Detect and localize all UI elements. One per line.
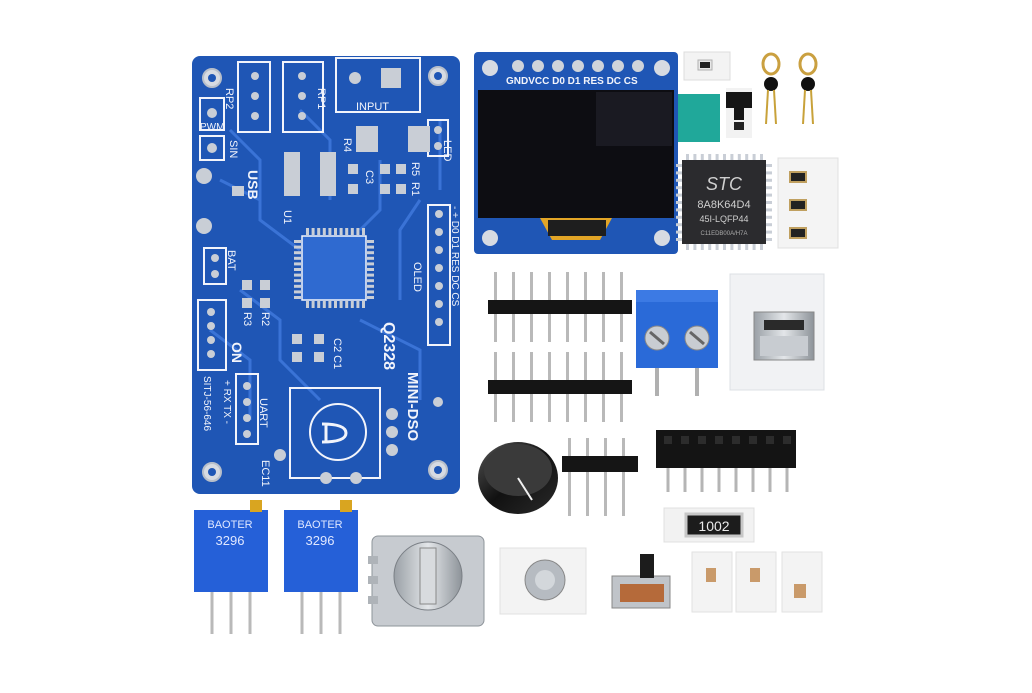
trimpot-left-brand: BAOTER bbox=[207, 519, 252, 531]
silk-r4: R4 bbox=[341, 138, 353, 152]
mcu-package: 45I-LQFP44 bbox=[699, 214, 748, 224]
silk-sin: SIN bbox=[227, 140, 239, 158]
slide-switch bbox=[611, 554, 671, 609]
silk-u1: U1 bbox=[281, 210, 293, 224]
smd-resistor-strip bbox=[777, 157, 839, 249]
silk-r3: R3 bbox=[241, 312, 253, 326]
silk-oled: OLED bbox=[411, 262, 423, 292]
smd-inductor bbox=[499, 547, 587, 615]
trimpot-left-code: 3296 bbox=[216, 533, 245, 548]
trimpot-left: BAOTER 3296 bbox=[194, 500, 268, 634]
silk-input: INPUT bbox=[356, 101, 389, 113]
ec11-rotary-encoder bbox=[368, 535, 485, 627]
oled-display-module: GNDVCC D0 D1 RES DC CS bbox=[474, 52, 678, 254]
crystal-teal bbox=[678, 94, 720, 142]
pin-header-8-bottom bbox=[488, 352, 632, 422]
silk-rp1: RP1 bbox=[315, 88, 327, 109]
trimpot-right-brand: BAOTER bbox=[297, 519, 342, 531]
pin-header-8-top bbox=[488, 272, 632, 342]
silk-serial: SITJ-56-646 bbox=[201, 376, 212, 431]
rotary-knob-cap bbox=[478, 442, 558, 514]
trimpot-right: BAOTER 3296 bbox=[284, 500, 358, 634]
mcu-lot: C11EDB00A/H7A bbox=[701, 231, 748, 237]
silk-pwm: PWM bbox=[200, 122, 224, 133]
silk-c3: C3 bbox=[363, 170, 375, 184]
pcb-board: RP2 RP1 INPUT PWM SIN USB R4 LED R5 R1 C… bbox=[192, 56, 460, 494]
smd-capacitors bbox=[691, 551, 823, 613]
silk-r1: R1 bbox=[409, 182, 421, 196]
silk-mini-dso: MINI-DSO bbox=[404, 372, 421, 441]
resistor-marking: 1002 bbox=[698, 518, 729, 534]
silk-c2c1: C2 C1 bbox=[331, 338, 343, 369]
smd-transistor bbox=[726, 88, 752, 138]
mcu-part: 8A8K64D4 bbox=[697, 199, 750, 211]
micro-usb-connector bbox=[729, 273, 825, 391]
silk-bat: BAT bbox=[225, 250, 237, 271]
silk-ec11: EC11 bbox=[259, 460, 271, 487]
silk-oled-pins: - + D0 D1 RES DC CS bbox=[449, 206, 460, 307]
led-components bbox=[761, 52, 818, 125]
silk-q2328: Q2328 bbox=[380, 322, 397, 370]
pin-header-4-right-angle bbox=[562, 438, 638, 516]
silk-rp2: RP2 bbox=[223, 88, 235, 109]
mcu-footprint bbox=[294, 228, 374, 308]
screw-terminal-block bbox=[636, 290, 718, 396]
smd-resistor-tape-top bbox=[683, 51, 731, 81]
silk-r5: R5 bbox=[409, 162, 421, 176]
silk-uart: UART bbox=[257, 398, 269, 428]
female-header-8 bbox=[656, 430, 796, 492]
mcu-brand: STC bbox=[706, 174, 743, 194]
silk-uart-pins: + RX TX - bbox=[221, 380, 232, 424]
trimpot-right-code: 3296 bbox=[306, 533, 335, 548]
smd-resistor-1002: 1002 bbox=[663, 507, 755, 543]
silk-usb: USB bbox=[245, 170, 261, 200]
silk-r2: R2 bbox=[259, 312, 271, 326]
mcu-chip: STC 8A8K64D4 45I-LQFP44 C11EDB00A/H7A bbox=[676, 154, 772, 250]
silk-on: ON bbox=[229, 342, 245, 363]
silk-led: LED bbox=[441, 140, 453, 161]
oled-pin-labels: GNDVCC D0 D1 RES DC CS bbox=[506, 76, 638, 87]
